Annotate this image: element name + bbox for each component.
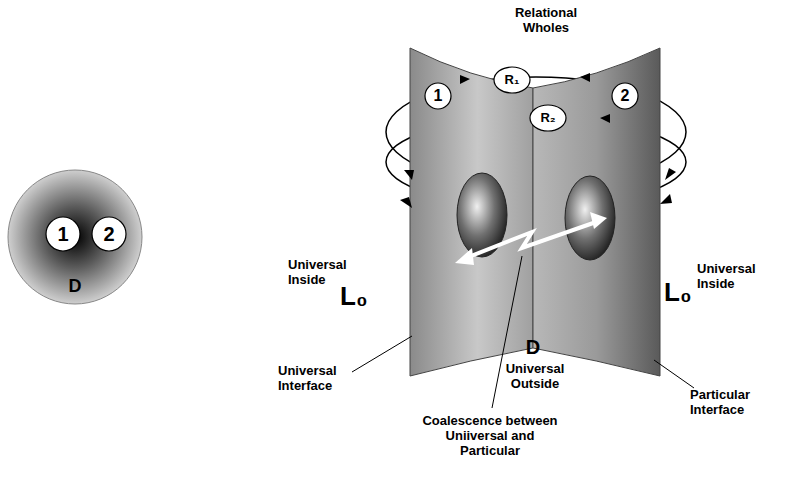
annotation-label: Universal Inside xyxy=(697,262,779,292)
node-text: 2 xyxy=(621,87,630,105)
node-text: 2 xyxy=(103,223,114,245)
symbol-label: D xyxy=(518,336,548,359)
number-circle: 2 xyxy=(611,82,639,110)
node-text: R₁ xyxy=(505,73,520,87)
annotation-label: Coalescence between Uniiversal and Parti… xyxy=(420,414,560,459)
node-text: 1 xyxy=(57,223,68,245)
node-text: D xyxy=(69,277,82,297)
universal-panel xyxy=(410,48,533,376)
loop-arrowhead xyxy=(400,73,676,208)
relation-ellipse: R₁ xyxy=(493,66,531,94)
leader-line xyxy=(352,256,694,408)
node-text: R₂ xyxy=(540,111,555,125)
particular-panel xyxy=(533,48,660,376)
annotation-label: Particular Interface xyxy=(690,388,780,418)
annotation-label: Universal Outside xyxy=(495,362,575,392)
relation-ellipse: R₂ xyxy=(529,104,567,132)
node-text: 1 xyxy=(434,87,443,105)
number-circle: 1 xyxy=(45,216,81,252)
particular-hole xyxy=(565,176,615,260)
number-circle: 2 xyxy=(91,216,127,252)
annotation-label: Universal Interface xyxy=(278,364,358,394)
annotation-label: Relational Wholes xyxy=(505,6,587,36)
coalescence-arrow xyxy=(455,212,607,265)
gradient-circle: D 1 2 xyxy=(7,169,143,305)
number-circle: 1 xyxy=(424,82,452,110)
symbol-label: L₀ xyxy=(340,282,380,312)
